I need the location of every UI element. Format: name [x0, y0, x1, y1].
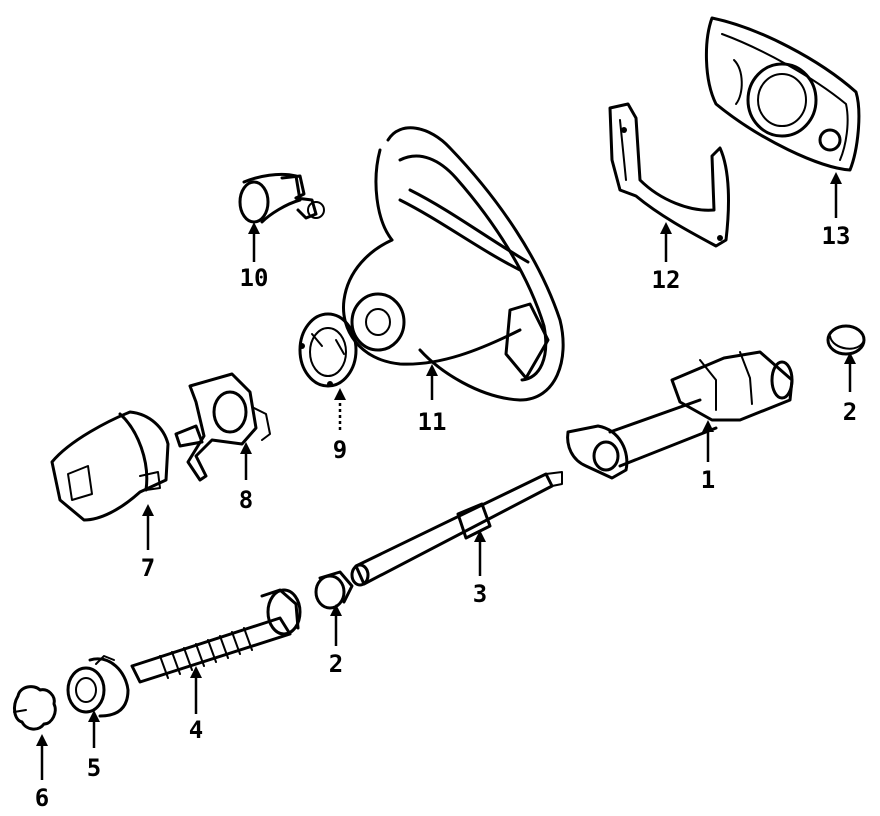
- callout-5: 5: [87, 754, 101, 782]
- part-3-shaft: [350, 471, 563, 587]
- callout-labels: 10 11 9 8 7 1 2 3 2 4 5 6 12 13: [35, 222, 857, 812]
- callout-10: 10: [240, 264, 269, 292]
- part-6-nut: [13, 685, 57, 731]
- callout-11: 11: [418, 408, 447, 436]
- leader-lines: [40, 176, 852, 780]
- part-7-column-shroud: [50, 410, 170, 522]
- callout-8: 8: [239, 486, 253, 514]
- callout-3: 3: [473, 580, 487, 608]
- callout-12: 12: [652, 266, 681, 294]
- callout-4: 4: [189, 716, 203, 744]
- part-8-switch-housing: [174, 372, 271, 482]
- part-13-horn-pad: [704, 16, 861, 172]
- callout-2-right: 2: [843, 398, 857, 426]
- leader-arrowheads: [36, 172, 856, 746]
- callout-1: 1: [701, 466, 715, 494]
- part-4-worm-shaft: [130, 588, 302, 684]
- callout-2-middle: 2: [329, 650, 343, 678]
- callout-6: 6: [35, 784, 49, 812]
- callout-9: 9: [333, 436, 347, 464]
- part-5-bearing: [66, 655, 130, 718]
- callout-7: 7: [141, 554, 155, 582]
- part-9-contact-plate: [298, 312, 358, 388]
- part-10-switch: [238, 172, 325, 224]
- part-2-bushing-middle: [314, 570, 354, 610]
- part-2-bushing-right: [826, 324, 866, 356]
- callout-13: 13: [822, 222, 851, 250]
- part-11-steering-wheel: [342, 126, 565, 402]
- part-12-bracket: [608, 102, 730, 248]
- part-1-column-tube: [566, 350, 794, 480]
